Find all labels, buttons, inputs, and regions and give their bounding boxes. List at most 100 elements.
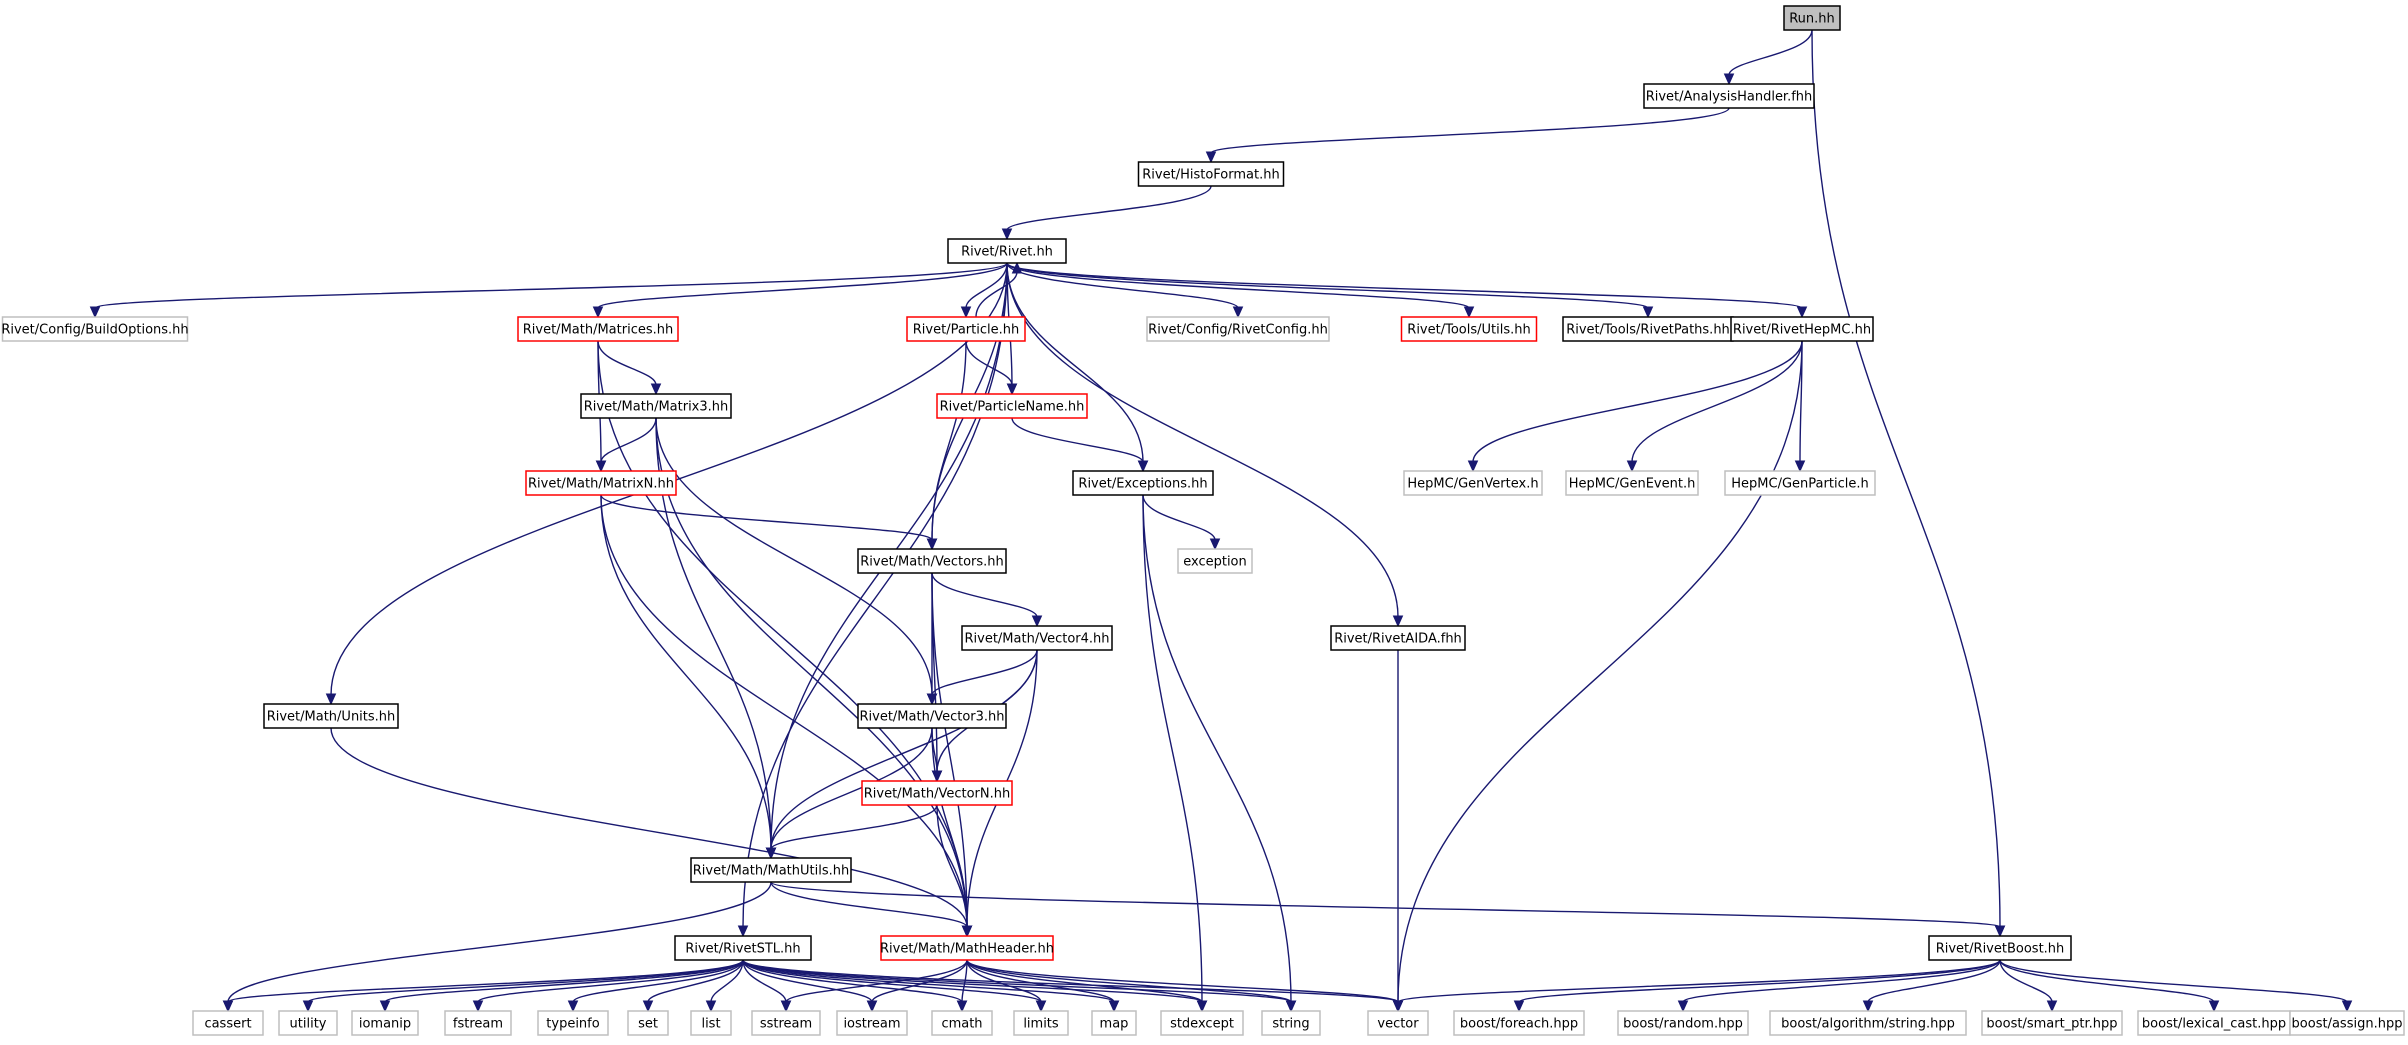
- node-box: [1146, 316, 1330, 342]
- edge-rivet-particle-hh-to-rivet-math-vectors-hh: [926, 340, 967, 551]
- node-label: boost/algorithm/string.hpp: [1781, 1017, 1955, 1032]
- node-label: boost/smart_ptr.hpp: [1986, 1017, 2117, 1032]
- node-rivet-particle-hh[interactable]: Rivet/Particle.hh: [906, 316, 1026, 342]
- edge-rivet-analysishandler-fhh-to-rivet-histoformat-hh: [1205, 107, 1730, 164]
- nodes-layer: Run.hhRivet/AnalysisHandler.fhhRivet/His…: [1, 5, 2405, 1036]
- edge-rivet-math-mathutils-hh-to-rivet-rivetboost-hh: [770, 881, 2006, 938]
- edge-rivet-rivetboost-hh-to-boost-assign-hpp: [1999, 959, 2353, 1013]
- node-label: utility: [290, 1017, 327, 1032]
- edge-rivet-rivetstl-hh-to-fstream: [472, 959, 744, 1013]
- node-rivet-rivetstl-hh[interactable]: Rivet/RivetSTL.hh: [674, 935, 812, 961]
- node-box: [1367, 1010, 1429, 1036]
- node-box: [1261, 1010, 1321, 1036]
- node-rivet-math-mathheader-hh[interactable]: Rivet/Math/MathHeader.hh: [880, 935, 1054, 961]
- node-label: list: [701, 1017, 720, 1032]
- node-rivet-math-vectorn-hh[interactable]: Rivet/Math/VectorN.hh: [861, 780, 1013, 806]
- edge-rivet-rivetboost-hh-to-boost-smart-ptr-hpp: [1999, 959, 2058, 1013]
- node-label: Rivet/Tools/RivetPaths.hh: [1566, 323, 1730, 338]
- node-rivet-rivetaida-fhh[interactable]: Rivet/RivetAIDA.fhh: [1330, 625, 1466, 651]
- node-label: boost/random.hpp: [1623, 1017, 1743, 1032]
- node-label: Rivet/Math/Matrix3.hh: [584, 400, 729, 415]
- edge-rivet-histoformat-hh-to-rivet-rivet-hh: [1001, 185, 1212, 241]
- node-rivet-rivethepmc-hh[interactable]: Rivet/RivetHepMC.hh: [1730, 316, 1874, 342]
- edge-rivet-math-units-hh-to-rivet-math-mathheader-hh: [330, 727, 973, 938]
- edge-rivet-math-mathheader-hh-to-iostream: [866, 959, 968, 1013]
- node-utility: utility: [278, 1010, 338, 1036]
- node-label: Rivet/ParticleName.hh: [940, 400, 1085, 415]
- node-boost-assign-hpp: boost/assign.hpp: [2289, 1010, 2405, 1036]
- edge-rivet-math-mathheader-hh-to-stdexcept: [966, 959, 1208, 1013]
- node-rivet-rivet-hh[interactable]: Rivet/Rivet.hh: [947, 238, 1067, 264]
- node-rivet-math-matrices-hh[interactable]: Rivet/Math/Matrices.hh: [517, 316, 679, 342]
- node-label: Rivet/RivetHepMC.hh: [1733, 323, 1871, 338]
- edge-rivet-rivethepmc-hh-to-hepmc-genvertex-h: [1467, 340, 1803, 473]
- node-box: [1, 316, 189, 342]
- node-box: [1013, 1010, 1069, 1036]
- node-rivet-math-vector3-hh[interactable]: Rivet/Math/Vector3.hh: [857, 703, 1007, 729]
- node-vector: vector: [1367, 1010, 1429, 1036]
- node-box: [906, 316, 1026, 342]
- edge-rivet-math-mathheader-hh-to-map: [966, 959, 1120, 1013]
- node-rivet-tools-utils-hh[interactable]: Rivet/Tools/Utils.hh: [1400, 316, 1538, 342]
- edge-rivet-rivet-hh-to-rivet-rivetstl-hh: [737, 262, 1008, 938]
- edge-run-hh-to-rivet-analysishandler-fhh: [1723, 29, 1813, 86]
- node-box: [1177, 548, 1253, 574]
- node-box: [1160, 1010, 1244, 1036]
- node-box: [751, 1010, 821, 1036]
- node-rivet-particlename-hh[interactable]: Rivet/ParticleName.hh: [936, 393, 1088, 419]
- edge-rivet-rivet-hh-to-rivet-rivethepmc-hh: [1006, 262, 1808, 319]
- edge-rivet-math-mathheader-hh-to-cmath: [956, 959, 968, 1013]
- node-box: [880, 935, 1054, 961]
- node-box: [936, 393, 1088, 419]
- edge-rivet-rivetboost-hh-to-boost-algorithm-string-hpp: [1862, 959, 2001, 1013]
- node-box: [1981, 1010, 2123, 1036]
- node-rivet-math-vector4-hh[interactable]: Rivet/Math/Vector4.hh: [961, 625, 1113, 651]
- edge-rivet-math-mathheader-hh-to-sstream: [780, 959, 968, 1013]
- node-box: [1453, 1010, 1585, 1036]
- node-box: [690, 1010, 732, 1036]
- node-boost-smart-ptr-hpp: boost/smart_ptr.hpp: [1981, 1010, 2123, 1036]
- node-box: [525, 470, 677, 496]
- edge-rivet-rivetstl-hh-to-list: [705, 959, 744, 1013]
- node-label: Rivet/Config/RivetConfig.hh: [1148, 323, 1328, 338]
- node-rivet-math-vectors-hh[interactable]: Rivet/Math/Vectors.hh: [857, 548, 1007, 574]
- node-label: HepMC/GenParticle.h: [1731, 477, 1868, 492]
- node-label: Rivet/Config/BuildOptions.hh: [1, 323, 188, 338]
- node-rivet-tools-rivetpaths-hh[interactable]: Rivet/Tools/RivetPaths.hh: [1562, 316, 1734, 342]
- node-rivet-math-mathutils-hh[interactable]: Rivet/Math/MathUtils.hh: [690, 857, 852, 883]
- node-box: [192, 1010, 264, 1036]
- edge-rivet-rivetstl-hh-to-set: [642, 959, 744, 1013]
- node-rivet-math-units-hh[interactable]: Rivet/Math/Units.hh: [263, 703, 399, 729]
- node-label: cassert: [204, 1017, 251, 1032]
- node-rivet-analysishandler-fhh[interactable]: Rivet/AnalysisHandler.fhh: [1643, 83, 1815, 109]
- node-rivet-histoformat-hh[interactable]: Rivet/HistoFormat.hh: [1137, 161, 1285, 187]
- node-label: exception: [1183, 555, 1247, 570]
- edge-rivet-rivetboost-hh-to-boost-lexical-cast-hpp: [1999, 959, 2220, 1013]
- node-label: Rivet/RivetSTL.hh: [685, 942, 800, 957]
- node-rivet-rivetboost-hh[interactable]: Rivet/RivetBoost.hh: [1928, 935, 2072, 961]
- node-box: [857, 548, 1007, 574]
- node-map: map: [1091, 1010, 1137, 1036]
- node-label: boost/foreach.hpp: [1460, 1017, 1578, 1032]
- edge-rivet-rivetstl-hh-to-map: [742, 959, 1120, 1013]
- edge-rivet-rivet-hh-to-rivet-rivetaida-fhh: [1006, 262, 1404, 628]
- node-rivet-math-matrixn-hh[interactable]: Rivet/Math/MatrixN.hh: [525, 470, 677, 496]
- node-label: cmath: [941, 1017, 982, 1032]
- node-iostream: iostream: [836, 1010, 908, 1036]
- edge-rivet-math-vector4-hh-to-rivet-math-vector3-hh: [926, 649, 1038, 706]
- node-stdexcept: stdexcept: [1160, 1010, 1244, 1036]
- node-box: [857, 703, 1007, 729]
- node-label: Rivet/Math/Matrices.hh: [523, 323, 673, 338]
- node-box: [674, 935, 812, 961]
- node-label: iostream: [843, 1017, 900, 1032]
- node-rivet-exceptions-hh[interactable]: Rivet/Exceptions.hh: [1072, 470, 1214, 496]
- node-label: Rivet/Rivet.hh: [961, 245, 1053, 260]
- node-box: [444, 1010, 512, 1036]
- node-box: [263, 703, 399, 729]
- node-rivet-math-matrix3-hh[interactable]: Rivet/Math/Matrix3.hh: [580, 393, 732, 419]
- edge-rivet-math-mathheader-hh-to-limits: [966, 959, 1047, 1013]
- edge-rivet-particlename-hh-to-rivet-exceptions-hh: [1011, 417, 1149, 473]
- node-label: Rivet/Math/MatrixN.hh: [528, 477, 674, 492]
- node-run-hh[interactable]: Run.hh: [1783, 5, 1841, 31]
